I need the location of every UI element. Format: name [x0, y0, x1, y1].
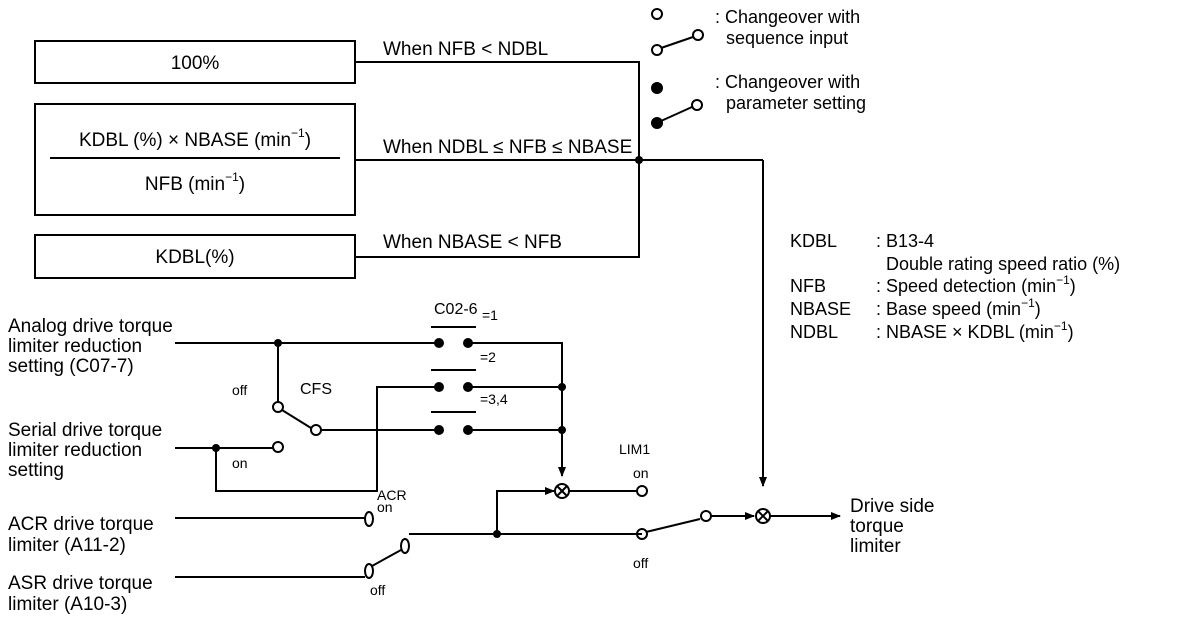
- legend-filled-line1: : Changeover with: [715, 72, 860, 92]
- def-ndbl-term: NDBL: [790, 322, 838, 342]
- lim1-blade: [645, 518, 701, 533]
- acr-on-contact: [364, 511, 374, 527]
- lim1-common-contact: [700, 510, 712, 522]
- multiplier-2: [755, 508, 771, 524]
- def-nbase-term: NBASE: [790, 299, 851, 319]
- acr-asr-blade: [371, 549, 402, 567]
- cfs-on-contact: [272, 441, 284, 453]
- input-acr-l1: ACR drive torque: [8, 514, 154, 535]
- cfs-blade: [281, 409, 312, 429]
- input-serial-l1: Serial drive torque: [8, 420, 162, 441]
- output-l3: limiter: [850, 536, 901, 557]
- def-nbase-val: : Base speed (min−1): [876, 296, 1041, 319]
- label-lim1-on: on: [633, 465, 649, 481]
- wire-to-mult1: [496, 487, 555, 534]
- label-eq2: =2: [480, 349, 496, 365]
- legend-filled-line2: parameter setting: [726, 93, 866, 113]
- legend-open-line1: : Changeover with: [715, 7, 860, 27]
- label-cfs: CFS: [300, 381, 332, 398]
- output-l2: torque: [850, 516, 904, 537]
- lim1-on-contact: [636, 485, 648, 497]
- label-acr-on: on: [377, 499, 393, 515]
- box3-text: KDBL(%): [155, 247, 234, 268]
- acr-asr-common: [400, 538, 410, 554]
- label-acr: ACR: [377, 487, 407, 503]
- condition-1: When NFB < NDBL: [383, 39, 548, 60]
- def-kdbl-val2: Double rating speed ratio (%): [886, 254, 1120, 274]
- def-kdbl-val1: : B13-4: [876, 231, 934, 251]
- input-asr-l1: ASR drive torque: [8, 573, 153, 594]
- input-analog-l1: Analog drive torque: [8, 316, 173, 337]
- label-cfs-on: on: [232, 455, 248, 471]
- output-l1: Drive side: [850, 496, 934, 517]
- input-analog-l3: setting (C07-7): [8, 356, 134, 377]
- cfs-common-contact: [310, 424, 322, 436]
- def-ndbl-val: : NBASE × KDBL (min−1): [876, 319, 1074, 342]
- wire-serial-to-eq2: [215, 386, 439, 492]
- legend-filled-switch-icon: [651, 82, 703, 129]
- label-cfs-off: off: [232, 382, 247, 398]
- multiplier-1: [554, 483, 570, 499]
- asr-off-contact: [364, 563, 374, 579]
- def-nfb-term: NFB: [790, 276, 826, 296]
- formula-denominator: NFB (min−1): [145, 170, 245, 195]
- input-analog-l2: limiter reduction: [8, 336, 142, 357]
- condition-2: When NDBL ≤ NFB ≤ NBASE: [383, 137, 632, 158]
- label-eq1: =1: [482, 307, 498, 323]
- box-formula: [34, 103, 356, 216]
- label-c02-6: C02-6: [434, 301, 478, 318]
- label-eq34: =3,4: [480, 391, 508, 407]
- junction-dots: [212, 156, 643, 538]
- input-acr-l2: limiter (A11-2): [8, 535, 126, 556]
- lim1-off-contact: [636, 528, 648, 540]
- condition-3: When NBASE < NFB: [383, 232, 562, 253]
- legend-open-line2: sequence input: [726, 28, 848, 48]
- formula-numerator: KDBL (%) × NBASE (min−1): [79, 126, 311, 151]
- label-lim1-off: off: [633, 555, 648, 571]
- label-lim1: LIM1: [619, 441, 650, 457]
- box1-text: 100%: [171, 53, 220, 74]
- input-serial-l3: setting: [8, 460, 64, 481]
- def-kdbl-term: KDBL: [790, 231, 837, 251]
- legend-open-switch-icon: [651, 8, 704, 56]
- def-nfb-val: : Speed detection (min−1): [876, 273, 1076, 296]
- input-asr-l2: limiter (A10-3): [8, 594, 127, 615]
- input-serial-l2: limiter reduction: [8, 440, 142, 461]
- cfs-off-contact: [272, 401, 284, 413]
- label-asr-off: off: [370, 582, 385, 598]
